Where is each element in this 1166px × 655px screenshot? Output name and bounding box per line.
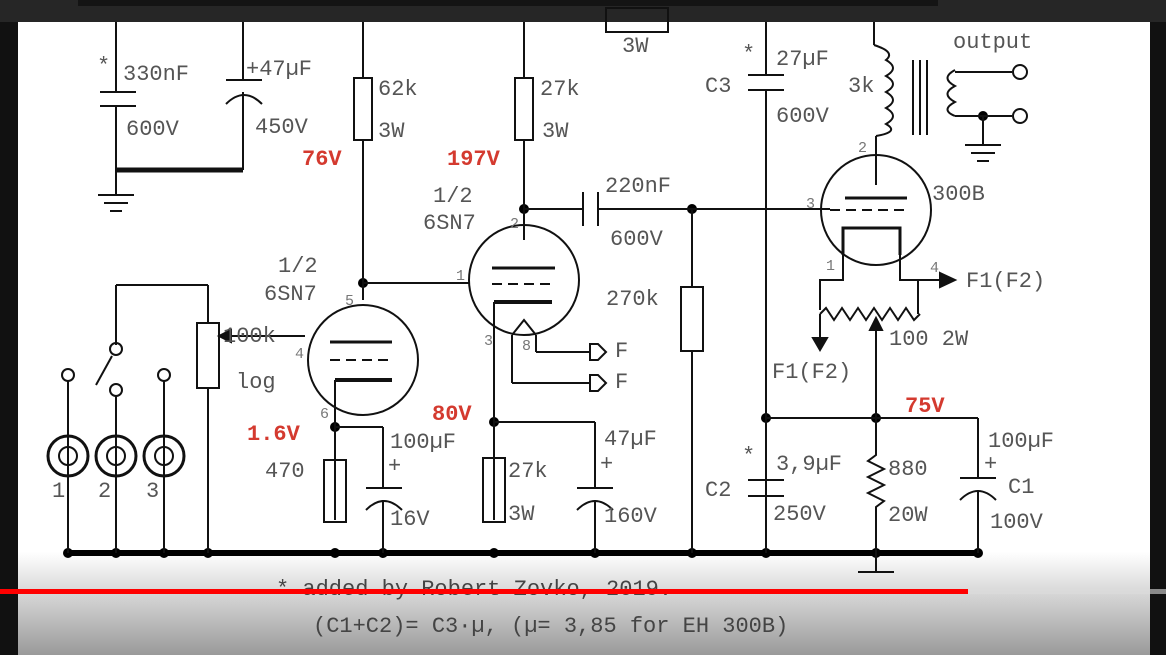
video-progress-bar[interactable] bbox=[0, 589, 1166, 594]
tube3-pin2: 2 bbox=[858, 140, 867, 157]
r27k-top-value: 27k bbox=[540, 77, 580, 102]
tube2-pin1: 1 bbox=[456, 268, 465, 285]
c100-16-plus: + bbox=[388, 454, 401, 479]
r3k-label: 3k bbox=[848, 74, 874, 99]
tube2-fraction: 1/2 bbox=[433, 184, 473, 209]
c100-16-voltage: 16V bbox=[390, 507, 430, 532]
tube2-type: 6SN7 bbox=[423, 211, 476, 236]
c1-value: 100µF bbox=[988, 429, 1054, 454]
tube3-pin3: 3 bbox=[806, 196, 815, 213]
filament-f2: F bbox=[615, 370, 628, 395]
c47-top-voltage: 450V bbox=[255, 115, 309, 140]
r-top-watt: 3W bbox=[622, 34, 649, 59]
r470-label: 470 bbox=[265, 459, 305, 484]
r880-value: 880 bbox=[888, 457, 928, 482]
voltage-197v: 197V bbox=[447, 147, 501, 172]
c330-star: * bbox=[97, 54, 110, 79]
r270k-label: 270k bbox=[606, 287, 659, 312]
r27k-bottom-watt: 3W bbox=[508, 502, 535, 527]
input-section bbox=[46, 284, 305, 553]
top-bar-strip bbox=[78, 0, 938, 6]
c47-value: 47µF bbox=[604, 427, 657, 452]
c1-label: C1 bbox=[1008, 475, 1034, 500]
c3-voltage: 600V bbox=[776, 104, 830, 129]
tube2-pin2: 2 bbox=[510, 216, 519, 233]
video-progress-fill bbox=[0, 589, 968, 594]
coupling-cap-voltage: 600V bbox=[610, 227, 664, 252]
c47-plus: + bbox=[600, 452, 613, 477]
r27k-top-watt: 3W bbox=[542, 119, 569, 144]
c2-label: C2 bbox=[705, 478, 731, 503]
voltage-80v: 80V bbox=[432, 402, 472, 427]
c2-value: 3,9µF bbox=[776, 452, 842, 477]
c2-voltage: 250V bbox=[773, 502, 827, 527]
c3-star: * bbox=[742, 42, 755, 67]
tube1-pin6: 6 bbox=[320, 406, 329, 423]
tube1-pin4: 4 bbox=[295, 346, 304, 363]
jack-2-label: 2 bbox=[98, 479, 111, 504]
output-label: output bbox=[953, 30, 1032, 55]
hum-pot-label: 100 2W bbox=[889, 327, 969, 352]
c3-label: C3 bbox=[705, 74, 731, 99]
tube2-pin3: 3 bbox=[484, 333, 493, 350]
c330-voltage: 600V bbox=[126, 117, 180, 142]
top-bar bbox=[0, 0, 1166, 22]
filament-f1: F bbox=[615, 339, 628, 364]
r62k-value: 62k bbox=[378, 77, 418, 102]
jack-3-label: 3 bbox=[146, 479, 159, 504]
c3-value: 27µF bbox=[776, 47, 829, 72]
r27k-bottom-value: 27k bbox=[508, 459, 548, 484]
pot-value: 100k bbox=[223, 324, 276, 349]
c1-plus: + bbox=[984, 452, 997, 477]
tube2-pin8: 8 bbox=[522, 338, 531, 355]
r880-watt: 20W bbox=[888, 503, 928, 528]
jack-1-label: 1 bbox=[52, 479, 65, 504]
supply-wiring bbox=[98, 7, 1028, 553]
voltage-75v: 75V bbox=[905, 394, 945, 419]
c100-16-value: 100µF bbox=[390, 430, 456, 455]
tube3-pin4: 4 bbox=[930, 260, 939, 277]
pot-type: log bbox=[236, 370, 276, 395]
r62k-watt: 3W bbox=[378, 119, 405, 144]
tube3-type: 300B bbox=[932, 182, 985, 207]
c47-top-value: +47µF bbox=[246, 57, 312, 82]
tube-2 bbox=[468, 192, 830, 553]
c2-star: * bbox=[742, 444, 755, 469]
coupling-cap-value: 220nF bbox=[605, 174, 671, 199]
formula: (C1+C2)= C3·µ, (µ= 3,85 for EH 300B) bbox=[313, 614, 788, 639]
filament-f1f2-left: F1(F2) bbox=[772, 360, 851, 385]
tube1-pin5: 5 bbox=[345, 293, 354, 310]
c330-value: 330nF bbox=[123, 62, 189, 87]
voltage-1-6v: 1.6V bbox=[247, 422, 301, 447]
filament-f1f2-right: F1(F2) bbox=[966, 269, 1045, 294]
tube1-type: 6SN7 bbox=[264, 282, 317, 307]
c1-voltage: 100V bbox=[990, 510, 1044, 535]
tube3-pin1: 1 bbox=[826, 258, 835, 275]
tube1-fraction: 1/2 bbox=[278, 254, 318, 279]
voltage-76v: 76V bbox=[302, 147, 342, 172]
tube-300b bbox=[748, 154, 997, 573]
c47-voltage: 160V bbox=[604, 504, 658, 529]
tube-1 bbox=[307, 282, 470, 553]
